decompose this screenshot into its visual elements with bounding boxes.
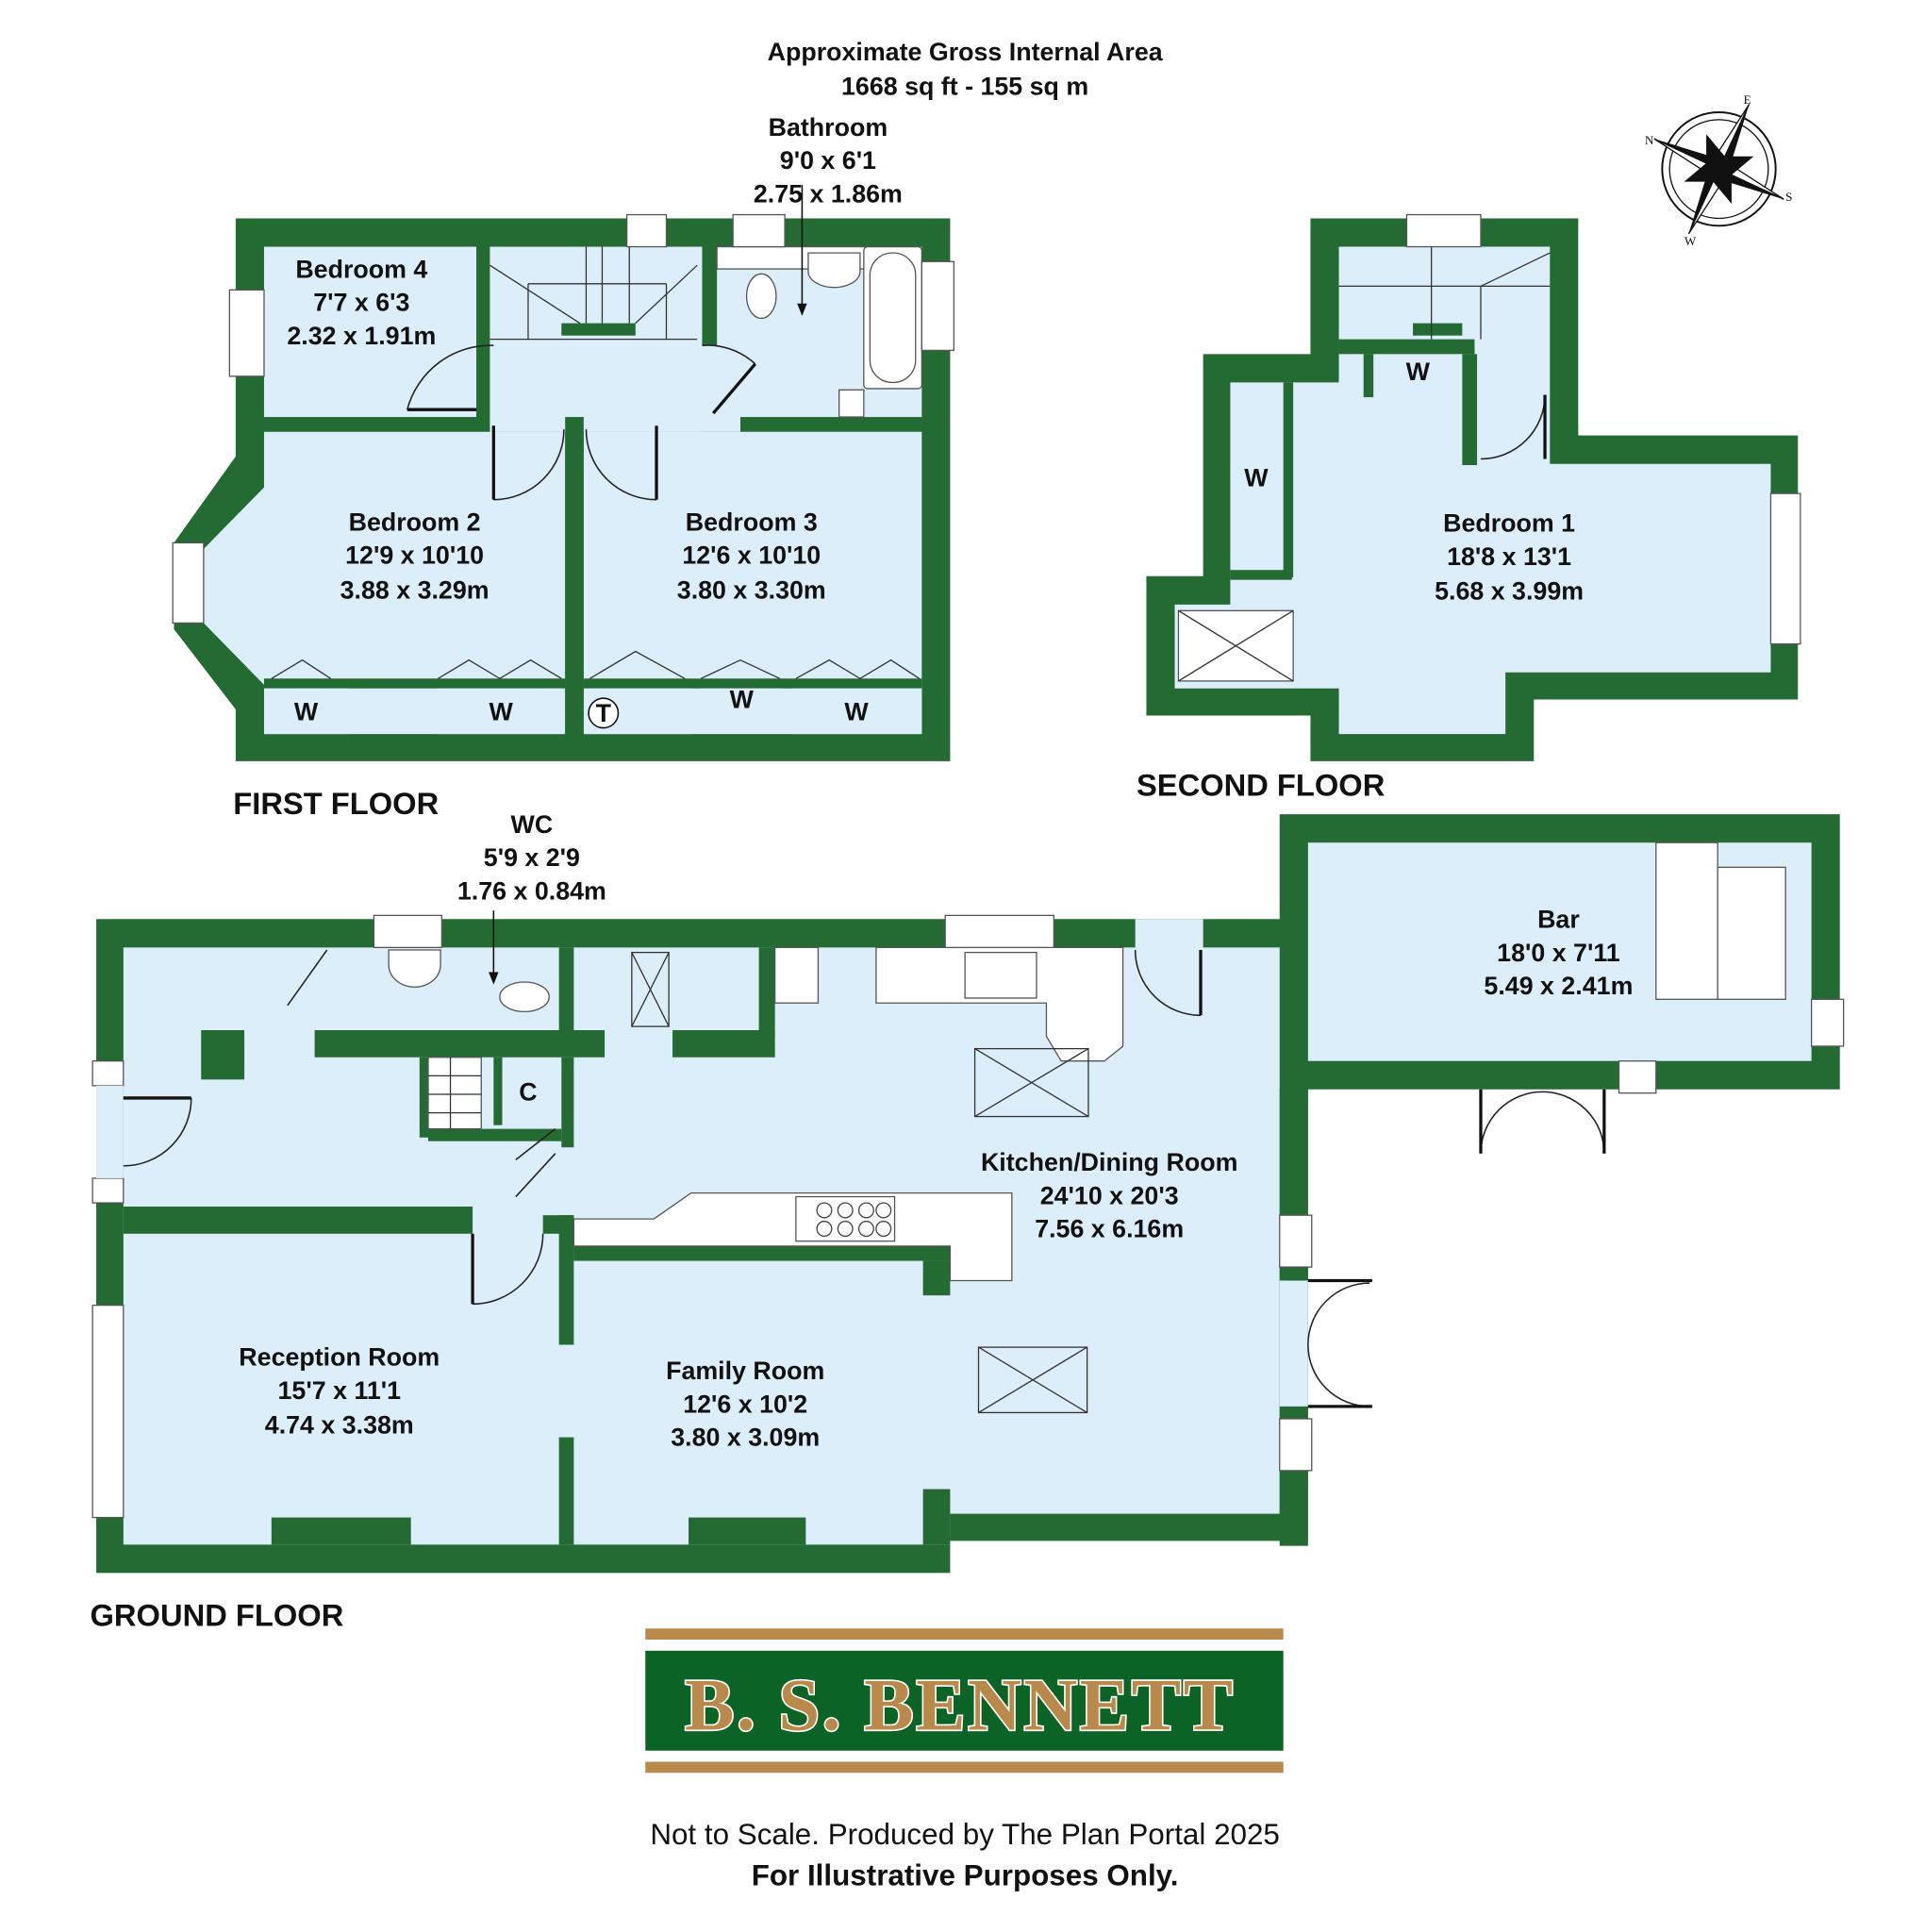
bar-metric: 5.49 x 2.41m — [1484, 972, 1633, 1000]
toilet-icon — [745, 273, 777, 320]
toilet-icon — [499, 981, 550, 1013]
bedroom-2-metric: 3.88 x 3.29m — [340, 575, 490, 604]
compass-s: S — [1785, 190, 1792, 204]
footer-illustrative: For Illustrative Purposes Only. — [752, 1858, 1179, 1891]
bedroom-4-metric: 2.32 x 1.91m — [287, 322, 436, 350]
kitchen-metric: 7.56 x 6.16m — [1035, 1215, 1184, 1243]
cupboard-marker: C — [519, 1078, 537, 1107]
bathroom-metric: 2.75 x 1.86m — [754, 179, 903, 208]
family-label: Family Room — [666, 1357, 824, 1385]
reception-label: Reception Room — [239, 1343, 440, 1372]
bathroom-label: Bathroom — [769, 113, 888, 142]
wardrobe-marker: W — [294, 698, 319, 726]
bedroom-1-metric: 5.68 x 3.99m — [1435, 577, 1584, 606]
bedroom-3-label: Bedroom 3 — [686, 508, 818, 536]
wardrobe-marker: W — [1406, 358, 1431, 386]
second-floor-plan: Bedroom 1 18'8 x 13'1 5.68 x 3.99m W W S… — [1137, 213, 1801, 803]
wc-metric: 1.76 x 0.84m — [457, 876, 606, 905]
area-value: 1668 sq ft - 155 sq m — [841, 73, 1088, 101]
footer-disclaimer: Not to Scale. Produced by The Plan Porta… — [650, 1818, 1280, 1851]
room-bedroom-4 — [263, 246, 477, 418]
kitchen-island — [573, 1191, 1013, 1282]
ground-floor-title: GROUND FLOOR — [91, 1598, 344, 1633]
bs-bennett-logo: B. S. BENNETT — [645, 1628, 1284, 1774]
family-imperial: 12'6 x 10'2 — [683, 1390, 807, 1418]
bar-label: Bar — [1537, 905, 1580, 933]
bedroom-3-imperial: 12'6 x 10'10 — [682, 541, 821, 570]
wardrobe-marker: W — [730, 686, 755, 714]
wardrobe-marker: W — [490, 698, 514, 726]
bedroom-4-label: Bedroom 4 — [295, 255, 427, 283]
tank-marker: T — [596, 699, 612, 727]
bedroom-3-metric: 3.80 x 3.30m — [677, 575, 826, 604]
bedroom-1-imperial: 18'8 x 13'1 — [1447, 542, 1571, 571]
tank-icon — [588, 697, 620, 729]
bathroom-imperial: 9'0 x 6'1 — [780, 146, 876, 175]
first-floor-title: FIRST FLOOR — [233, 786, 439, 821]
wardrobe-marker: W — [844, 698, 869, 726]
staircase — [490, 246, 698, 341]
sink-icon — [807, 252, 861, 289]
svg-text:B. S. BENNETT: B. S. BENNETT — [685, 1664, 1236, 1746]
first-floor-plan: Bathroom 9'0 x 6'1 2.75 x 1.86m Bedroom … — [172, 113, 954, 821]
kitchen-imperial: 24'10 x 20'3 — [1040, 1181, 1179, 1209]
area-title: Approximate Gross Internal Area — [768, 38, 1164, 66]
kitchen-label: Kitchen/Dining Room — [981, 1148, 1237, 1176]
bedroom-2-label: Bedroom 2 — [349, 508, 481, 536]
reception-imperial: 15'7 x 11'1 — [278, 1376, 402, 1405]
compass-w: W — [1684, 234, 1697, 248]
bar-imperial: 18'0 x 7'11 — [1497, 939, 1620, 967]
sink-icon — [388, 949, 441, 988]
wc-label: WC — [511, 810, 554, 839]
sink-icon — [964, 951, 1037, 999]
compass-n: N — [1645, 133, 1654, 147]
second-floor-title: SECOND FLOOR — [1137, 768, 1385, 803]
bedroom-1-label: Bedroom 1 — [1443, 509, 1575, 538]
kitchen-counter — [875, 946, 1124, 1062]
compass-e: E — [1744, 92, 1751, 107]
reception-metric: 4.74 x 3.38m — [265, 1411, 414, 1440]
ground-floor-plan: WC 5'9 x 2'9 1.76 x 0.84m C Bar 18'0 x 7… — [91, 810, 1845, 1633]
compass-rose-icon: N E S W — [1645, 92, 1792, 248]
wc-imperial: 5'9 x 2'9 — [484, 843, 580, 872]
wardrobe-marker: W — [1244, 463, 1269, 491]
bedroom-2-imperial: 12'9 x 10'10 — [345, 541, 484, 570]
room-bedroom-2 — [203, 431, 566, 735]
bedroom-4-imperial: 7'7 x 6'3 — [313, 289, 409, 317]
family-metric: 3.80 x 3.09m — [671, 1424, 820, 1452]
room-bedroom-1 — [1174, 246, 1771, 735]
